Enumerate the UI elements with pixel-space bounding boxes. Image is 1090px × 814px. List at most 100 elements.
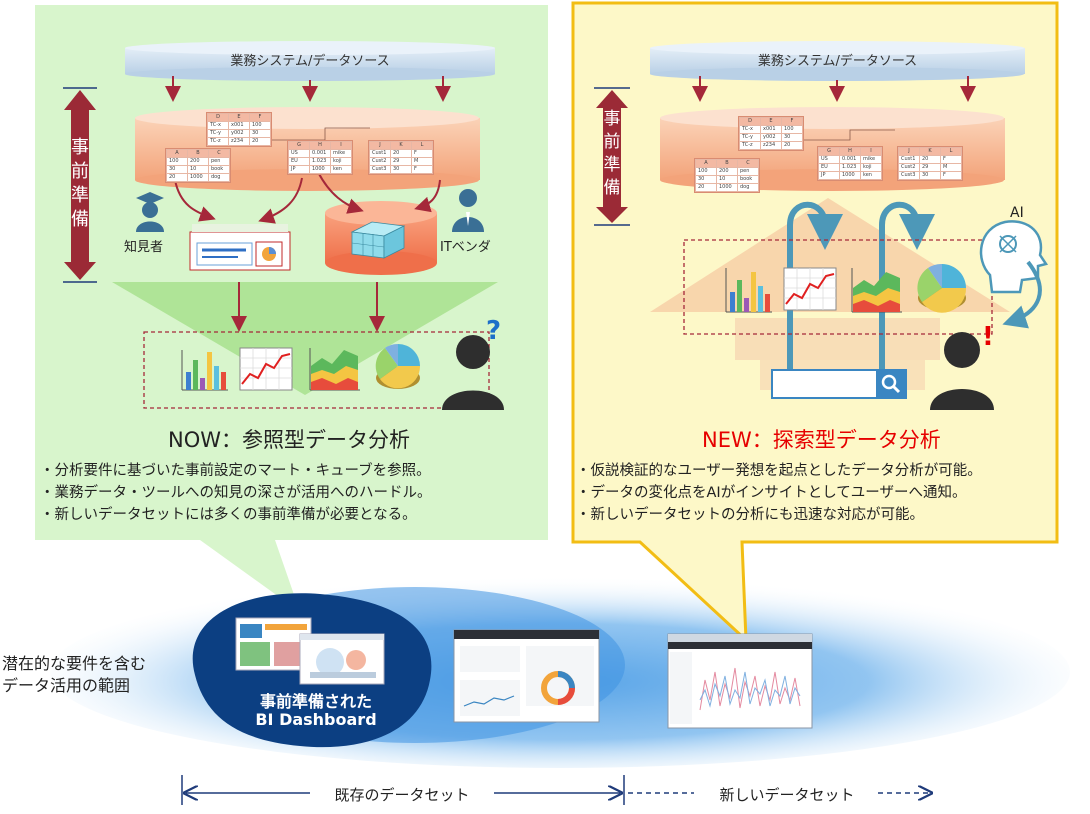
table-cell: 100 bbox=[249, 121, 271, 130]
table-cell: y002 bbox=[760, 133, 782, 142]
table-cell: 1000 bbox=[309, 165, 331, 174]
table-header-cell: G bbox=[288, 141, 310, 150]
table-header-cell: F bbox=[781, 117, 803, 126]
table-cell: TC-z bbox=[207, 137, 229, 146]
now-pie-chart-icon bbox=[375, 343, 421, 389]
table-cell: y002 bbox=[228, 129, 250, 138]
table-cell: ken bbox=[860, 171, 882, 180]
table-header-cell: J bbox=[369, 141, 391, 150]
table-header-cell: K bbox=[919, 147, 941, 156]
now-bullet-3: ・新しいデータセットには多くの事前準備が必要となる。 bbox=[40, 507, 417, 523]
table-cell: 1000 bbox=[716, 183, 738, 192]
table-cell: M bbox=[411, 157, 433, 166]
table-header-cell: H bbox=[309, 141, 331, 150]
table-cell: 29 bbox=[390, 157, 412, 166]
dashboard-screenshot-new bbox=[667, 633, 813, 729]
table-cell: 20 bbox=[249, 137, 271, 146]
table-cell: book bbox=[208, 165, 230, 174]
now-arrow-curve-4 bbox=[414, 179, 441, 213]
now-arrow-curve-1 bbox=[174, 179, 216, 222]
table-cell: 1.023 bbox=[839, 163, 861, 172]
table-cell: F bbox=[411, 149, 433, 158]
now-line-chart-icon bbox=[239, 347, 293, 391]
search-icon bbox=[881, 374, 901, 394]
new-loop-arrow-2 bbox=[879, 201, 935, 370]
new-user-icon bbox=[930, 332, 994, 410]
vendor-icon bbox=[452, 189, 484, 232]
table-cell: TC-y bbox=[207, 129, 229, 138]
dashboard-thumbnail-1 bbox=[235, 617, 312, 671]
table-cell: F bbox=[411, 165, 433, 174]
new-dataset-label: 新しいデータセット bbox=[719, 786, 855, 804]
table-cell: F bbox=[940, 171, 962, 180]
now-bullet-2: ・業務データ・ツールへの知見の深さが活用へのハードル。 bbox=[40, 485, 432, 501]
dashboard-screenshot-existing bbox=[453, 629, 600, 723]
vendor-label: ITベンダ bbox=[440, 240, 491, 255]
table-cell: 20 bbox=[781, 141, 803, 150]
table-header-cell: H bbox=[839, 147, 861, 156]
table-header-cell: D bbox=[207, 113, 229, 122]
now-source-cylinder bbox=[125, 41, 495, 81]
expert-label: 知見者 bbox=[124, 240, 164, 255]
table-cell: pen bbox=[208, 157, 230, 166]
expert-icon bbox=[136, 192, 164, 232]
table-header-cell: L bbox=[940, 147, 962, 156]
ai-label: AI bbox=[1010, 205, 1024, 221]
new-bullet-1: ・仮説検証的なユーザー発想を起点としたデータ分析が可能。 bbox=[576, 463, 982, 479]
now-user-icon bbox=[442, 335, 504, 410]
now-arrow-curve-2 bbox=[258, 177, 303, 224]
table-cell: TC-y bbox=[739, 133, 761, 142]
table-cell: 0.001 bbox=[839, 155, 861, 164]
table-cell: x001 bbox=[228, 121, 250, 130]
new-base-block-1 bbox=[735, 318, 940, 360]
table-cell: 10 bbox=[187, 165, 209, 174]
table-cell: 1.023 bbox=[309, 157, 331, 166]
table-header-cell: F bbox=[249, 113, 271, 122]
table-header-cell: A bbox=[695, 159, 717, 168]
table-header-cell: K bbox=[390, 141, 412, 150]
table-header-cell: B bbox=[187, 149, 209, 158]
now-arrow-curve-3 bbox=[317, 171, 364, 214]
table-cell: Cust3 bbox=[898, 171, 920, 180]
table-cell: 20 bbox=[166, 173, 188, 182]
table-cell: x001 bbox=[760, 125, 782, 134]
table-cell: 100 bbox=[781, 125, 803, 134]
now-title: NOW：参照型データ分析 bbox=[168, 428, 411, 452]
table-cell: 100 bbox=[166, 157, 188, 166]
table-header-cell: B bbox=[716, 159, 738, 168]
now-bar-chart-icon bbox=[181, 350, 228, 391]
table-cell: EU bbox=[818, 163, 840, 172]
ai-notify-arrow bbox=[1002, 260, 1042, 329]
table-cell: mike bbox=[330, 149, 352, 158]
table-cell: F bbox=[940, 155, 962, 164]
table-cell: US bbox=[818, 155, 840, 164]
new-area-chart-icon bbox=[851, 268, 902, 313]
existing-dataset-label: 既存のデータセット bbox=[334, 786, 470, 804]
new-bullet-3: ・新しいデータセットの分析にも迅速な対応が可能。 bbox=[576, 507, 924, 523]
table-header-cell: C bbox=[208, 149, 230, 158]
table-cell: EU bbox=[288, 157, 310, 166]
table-cell: mike bbox=[860, 155, 882, 164]
table-cell: Cust1 bbox=[369, 149, 391, 158]
table-cell: 20 bbox=[695, 183, 717, 192]
table-cell: 20 bbox=[390, 149, 412, 158]
table-cell: book bbox=[737, 175, 759, 184]
new-prep-label: 事前準備 bbox=[603, 109, 621, 198]
